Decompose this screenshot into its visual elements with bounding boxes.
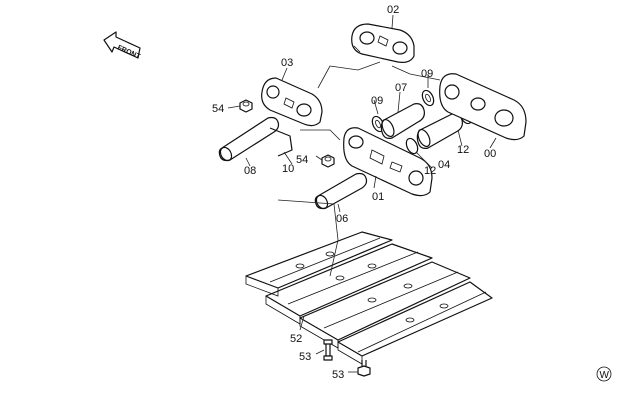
callout-54-lower: 54 [296,154,308,166]
callout-09-left: 09 [371,95,383,107]
callout-03: 03 [281,57,293,69]
track-shoes-52 [245,231,493,365]
callout-04: 04 [438,159,450,171]
callout-53-upper: 53 [299,351,311,363]
shoe-nut-53 [357,360,371,377]
front-direction-arrow: FRONT [103,31,142,61]
w-mark-label: W [600,370,610,381]
callout-53-lower: 53 [332,369,344,381]
w-mark: W [596,366,612,382]
leader-lines [227,14,497,373]
callout-10: 10 [282,163,294,175]
callout-09-right: 09 [421,68,433,80]
callout-06: 06 [336,213,348,225]
seal-09-right [421,89,435,107]
callout-02: 02 [387,4,399,16]
shoe-bolt-53 [323,339,333,361]
pin-06 [314,172,368,210]
callout-52: 52 [290,333,302,345]
callout-07: 07 [395,82,407,94]
nut-54-upper [239,99,253,113]
callout-00: 00 [484,148,496,160]
track-link-upper-02 [351,23,415,63]
bushing-07 [380,103,425,139]
callout-12-upper: 12 [457,144,469,156]
track-link-01 [343,127,433,197]
track-link-00 [439,73,527,141]
shoe-grousers [269,237,487,353]
callout-54-upper: 54 [212,103,224,115]
callout-12-lower: 12 [424,165,436,177]
track-link-03 [261,77,323,127]
shoe-bolt-holes [295,251,449,323]
pin-08 [218,116,280,162]
callout-labels: 02 03 54 09 07 09 08 10 54 12 00 12 04 0… [212,4,496,381]
callout-08: 08 [244,165,256,177]
callout-01: 01 [372,191,384,203]
nut-54-lower [321,154,335,168]
